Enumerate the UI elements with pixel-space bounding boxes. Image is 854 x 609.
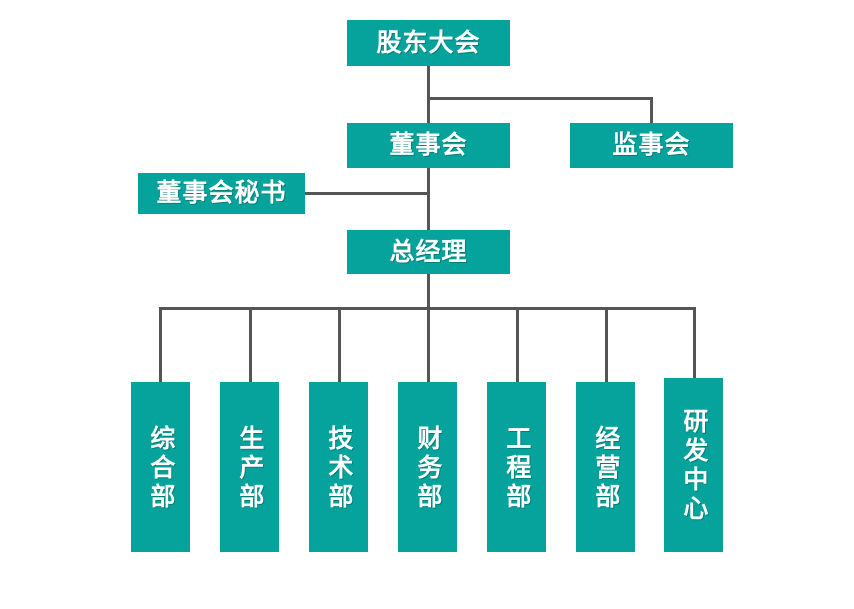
connector-drop-department-4 [427,307,430,382]
connector-drop-department-1 [159,307,162,382]
node-department-caiwubu[interactable]: 财务部 [398,382,457,552]
node-general-manager[interactable]: 总经理 [347,230,510,274]
node-board-secretary[interactable]: 董事会秘书 [138,173,305,214]
connector-general-manager-down [427,274,430,310]
node-shareholders-meeting[interactable]: 股东大会 [347,20,510,66]
node-department-shengchanbu[interactable]: 生产部 [220,382,279,552]
connector-shareholders-down [427,66,430,98]
node-board-of-directors[interactable]: 董事会 [347,123,510,168]
node-board-of-supervisors[interactable]: 监事会 [570,123,733,168]
node-department-yanfazhongxin[interactable]: 研发中心 [664,378,723,552]
node-department-jishubu[interactable]: 技术部 [309,382,368,552]
connector-drop-department-7 [693,307,696,378]
connector-directors-to-general-manager [427,168,430,230]
connector-drop-department-6 [605,307,608,382]
connector-bus-directors-supervisors [427,97,653,100]
connector-board-secretary-link [305,192,429,195]
connector-drop-department-3 [338,307,341,382]
connector-down-to-board-of-directors [427,97,430,123]
node-department-jingyingbu[interactable]: 经营部 [576,382,635,552]
connector-drop-department-5 [516,307,519,382]
node-department-zonghebu[interactable]: 综合部 [131,382,190,552]
connector-down-to-board-of-supervisors [650,97,653,123]
node-department-gongchengbu[interactable]: 工程部 [487,382,546,552]
connector-drop-department-2 [249,307,252,382]
